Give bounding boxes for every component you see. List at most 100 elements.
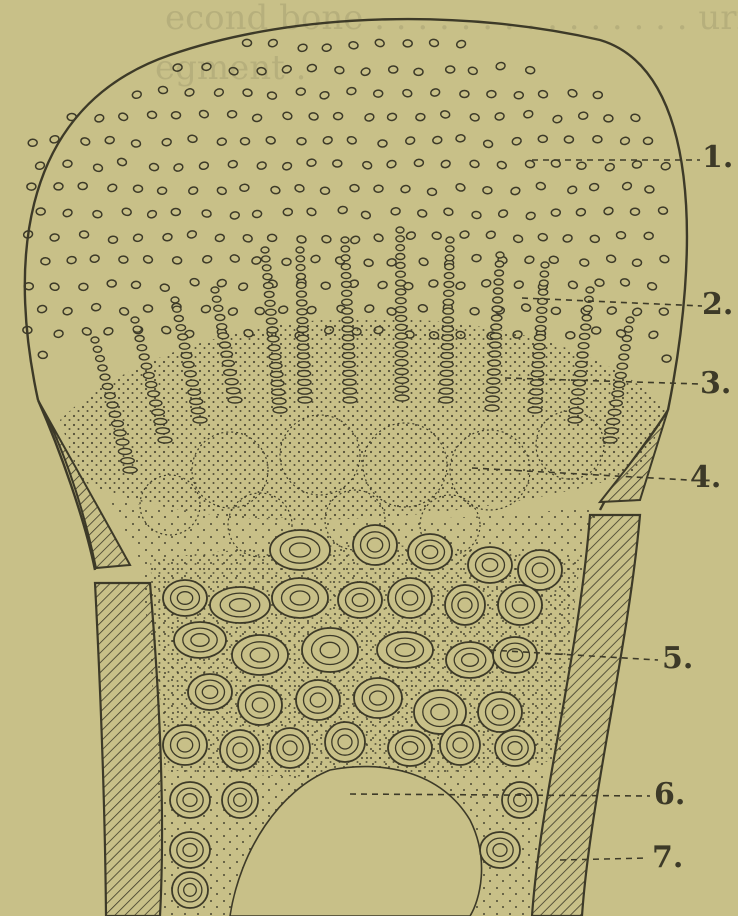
bone-space-ring	[502, 782, 538, 818]
cartilage-cell	[607, 306, 617, 315]
column-cell	[610, 400, 622, 406]
column-cell	[297, 353, 309, 359]
column-cell	[171, 297, 179, 303]
column-cell	[341, 273, 350, 279]
cartilage-cell	[350, 235, 361, 245]
column-cell	[262, 265, 271, 271]
column-cell	[215, 315, 225, 321]
column-cell	[220, 342, 231, 348]
cartilage-cell	[538, 135, 547, 142]
column-cell	[533, 353, 545, 359]
cartilage-cell	[306, 306, 317, 315]
cartilage-cell	[242, 234, 253, 243]
cartilage-cell	[38, 351, 47, 359]
column-cell	[396, 245, 405, 251]
label-5: 5.	[662, 644, 693, 674]
cartilage-cell	[296, 88, 306, 96]
cartilage-cell	[525, 211, 536, 220]
column-cell	[571, 398, 584, 404]
cartilage-cell	[514, 92, 523, 99]
column-cell	[492, 315, 502, 321]
cartilage-cell	[240, 184, 250, 192]
cartilage-cell	[160, 284, 170, 292]
column-cell	[105, 393, 116, 399]
label-1: 1.	[702, 143, 733, 173]
column-cell	[186, 380, 198, 386]
column-cell	[536, 316, 546, 322]
cartilage-cell	[486, 230, 497, 239]
column-cell	[396, 298, 407, 304]
cartilage-cell	[119, 307, 130, 317]
cartilage-cell	[188, 186, 199, 195]
cartilage-cell	[361, 210, 372, 220]
cartilage-cell	[551, 307, 560, 314]
cartilage-cell	[414, 68, 423, 75]
cartilage-cell	[350, 184, 360, 192]
column-cell	[395, 377, 408, 383]
cartilage-cell	[616, 231, 626, 239]
column-cell	[137, 345, 146, 351]
cartilage-cell	[282, 161, 293, 171]
cartilage-cell	[119, 256, 128, 264]
column-cell	[218, 333, 229, 339]
cartilage-cell	[576, 208, 586, 216]
cartilage-cell	[525, 160, 535, 168]
cartilage-cell	[525, 66, 535, 74]
cartilage-cell	[578, 112, 588, 120]
column-cell	[443, 317, 454, 323]
column-cell	[297, 300, 307, 306]
column-cell	[272, 398, 286, 404]
column-cell	[395, 386, 409, 392]
cartilage-cell	[604, 115, 613, 122]
column-cell	[535, 335, 546, 341]
cartilage-cell	[308, 112, 318, 121]
cartilage-cell	[162, 233, 172, 241]
column-cell	[135, 336, 144, 342]
column-cell	[298, 362, 311, 368]
cartilage-cell	[62, 208, 73, 218]
cartilage-cell	[251, 256, 262, 265]
cartilage-cell	[374, 38, 385, 48]
column-cell	[617, 363, 627, 369]
column-cell	[446, 237, 454, 243]
cartilage-cell	[593, 136, 602, 143]
column-cell	[531, 371, 544, 377]
column-cell	[530, 389, 543, 395]
column-cell	[116, 439, 129, 445]
column-cell	[96, 356, 105, 362]
cartilage-cell	[227, 110, 236, 118]
column-cell	[581, 324, 591, 330]
cartilage-cell	[469, 113, 480, 122]
cartilage-cell	[79, 231, 88, 239]
cartilage-cell	[282, 258, 291, 265]
column-cell	[183, 362, 194, 368]
cartilage-cell	[67, 256, 77, 264]
column-cell	[540, 271, 548, 277]
cartilage-cell	[483, 139, 493, 148]
cartilage-cell	[630, 113, 641, 122]
column-cell	[222, 360, 234, 366]
column-cell	[188, 389, 201, 395]
cartilage-cell	[321, 235, 331, 243]
column-cell	[619, 354, 629, 360]
column-cell	[624, 326, 632, 332]
column-cell	[395, 395, 409, 401]
cartilage-cell	[252, 114, 262, 123]
cartilage-cell	[360, 67, 371, 77]
cartilage-cell	[658, 207, 668, 215]
column-cell	[268, 336, 279, 342]
column-cell	[396, 280, 406, 286]
cartilage-cell	[592, 327, 601, 334]
cartilage-cell	[405, 136, 416, 145]
cartilage-cell	[90, 254, 100, 263]
cartilage-cell	[430, 88, 441, 97]
cartilage-cell	[92, 210, 102, 218]
column-cell	[446, 246, 454, 252]
column-cell	[211, 287, 219, 293]
column-cell	[541, 262, 549, 268]
cartilage-cell	[54, 183, 63, 191]
column-cell	[152, 409, 165, 415]
column-cell	[395, 333, 407, 339]
column-cell	[569, 408, 583, 414]
